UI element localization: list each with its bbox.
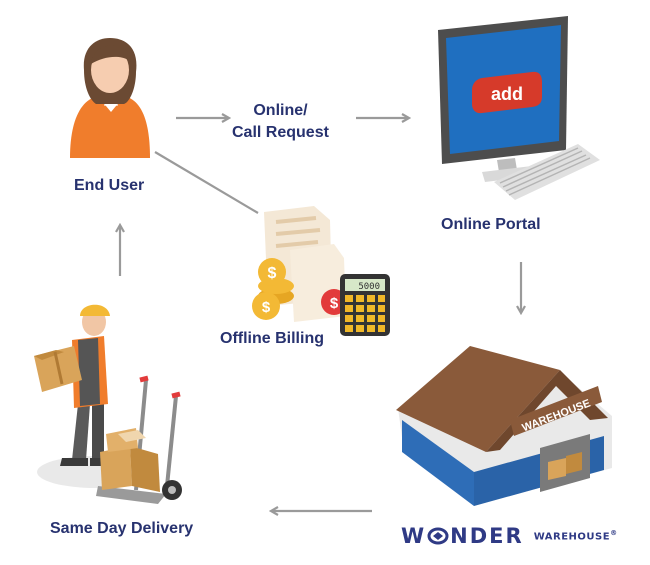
calculator-display: 5000	[358, 282, 380, 292]
svg-text:$: $	[268, 265, 277, 282]
brand-tagline: WAREHOUSE®	[534, 529, 618, 542]
brand-logo: W NDER WAREHOUSE®	[401, 524, 618, 548]
computer-icon: add	[438, 16, 600, 200]
billing-icon: $ $ $ 5000	[252, 206, 390, 336]
warehouse-icon: WAREHOUSE	[396, 346, 612, 506]
end-user-icon	[70, 38, 150, 158]
flow-arrows	[120, 118, 521, 511]
svg-text:$: $	[330, 295, 339, 312]
calculator-icon: 5000	[340, 274, 390, 336]
request-label: Online/ Call Request	[232, 100, 329, 144]
warehouse-roof	[396, 346, 560, 452]
request-label-line2: Call Request	[232, 124, 329, 141]
warehouse-sign-board	[510, 386, 602, 436]
brand-name-right: NDER	[450, 524, 524, 548]
same-day-delivery-label: Same Day Delivery	[50, 520, 194, 537]
online-portal-label: Online Portal	[441, 216, 541, 233]
delivery-worker-icon	[34, 304, 182, 504]
add-button-label: add	[491, 84, 523, 104]
hand-truck	[96, 375, 182, 504]
hard-hat	[80, 304, 110, 316]
brand-name: W NDER	[401, 524, 524, 548]
billing-connector-line	[154, 151, 259, 214]
brand-o-icon	[427, 527, 449, 545]
svg-text:$: $	[262, 299, 271, 316]
brand-tagline-text: WAREHOUSE	[533, 531, 611, 543]
end-user-label: End User	[74, 177, 145, 194]
request-label-line1: Online/	[253, 102, 308, 119]
brand-name-left: W	[401, 524, 427, 548]
offline-billing-label: Offline Billing	[220, 330, 324, 347]
brand-registered-mark: ®	[610, 529, 618, 538]
add-button-graphic	[472, 71, 542, 114]
